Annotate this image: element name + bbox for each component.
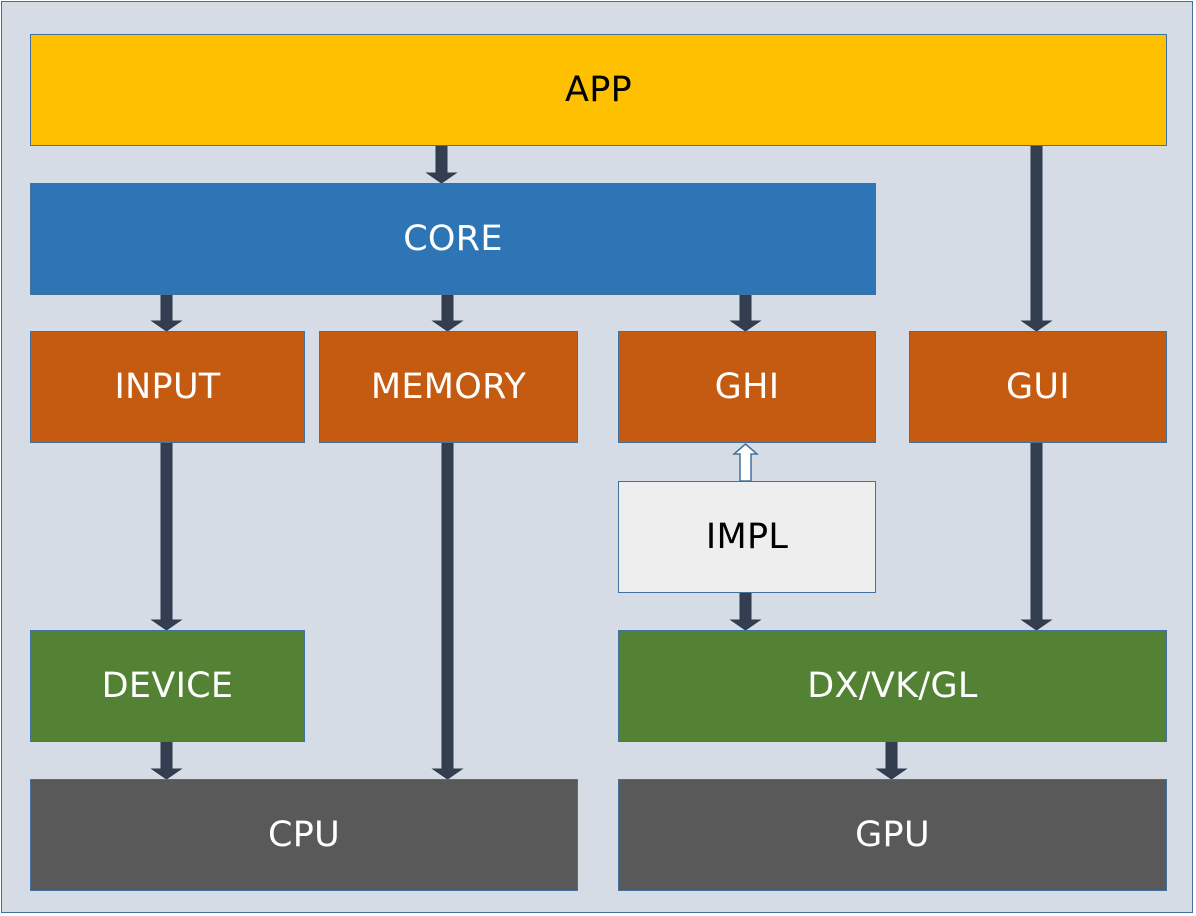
- node-gpu: GPU: [618, 779, 1167, 891]
- node-device: DEVICE: [30, 630, 305, 742]
- node-app-label: APP: [564, 70, 633, 110]
- node-memory: MEMORY: [319, 331, 578, 443]
- node-input: INPUT: [30, 331, 305, 443]
- node-gpu-label: GPU: [855, 815, 930, 855]
- node-input-label: INPUT: [114, 367, 221, 407]
- node-app: APP: [30, 34, 1167, 146]
- node-memory-label: MEMORY: [370, 367, 527, 407]
- node-gui: GUI: [909, 331, 1167, 443]
- node-core: CORE: [30, 183, 876, 295]
- node-ghi-label: GHI: [714, 367, 780, 407]
- node-impl-label: IMPL: [705, 517, 789, 557]
- node-device-label: DEVICE: [101, 666, 234, 706]
- node-gui-label: GUI: [1006, 367, 1070, 407]
- node-ghi: GHI: [618, 331, 876, 443]
- node-cpu-label: CPU: [267, 815, 341, 855]
- node-dxvkgl-label: DX/VK/GL: [807, 666, 978, 706]
- node-cpu: CPU: [30, 779, 578, 891]
- node-dxvkgl: DX/VK/GL: [618, 630, 1167, 742]
- node-impl: IMPL: [618, 481, 876, 593]
- node-core-label: CORE: [403, 219, 503, 259]
